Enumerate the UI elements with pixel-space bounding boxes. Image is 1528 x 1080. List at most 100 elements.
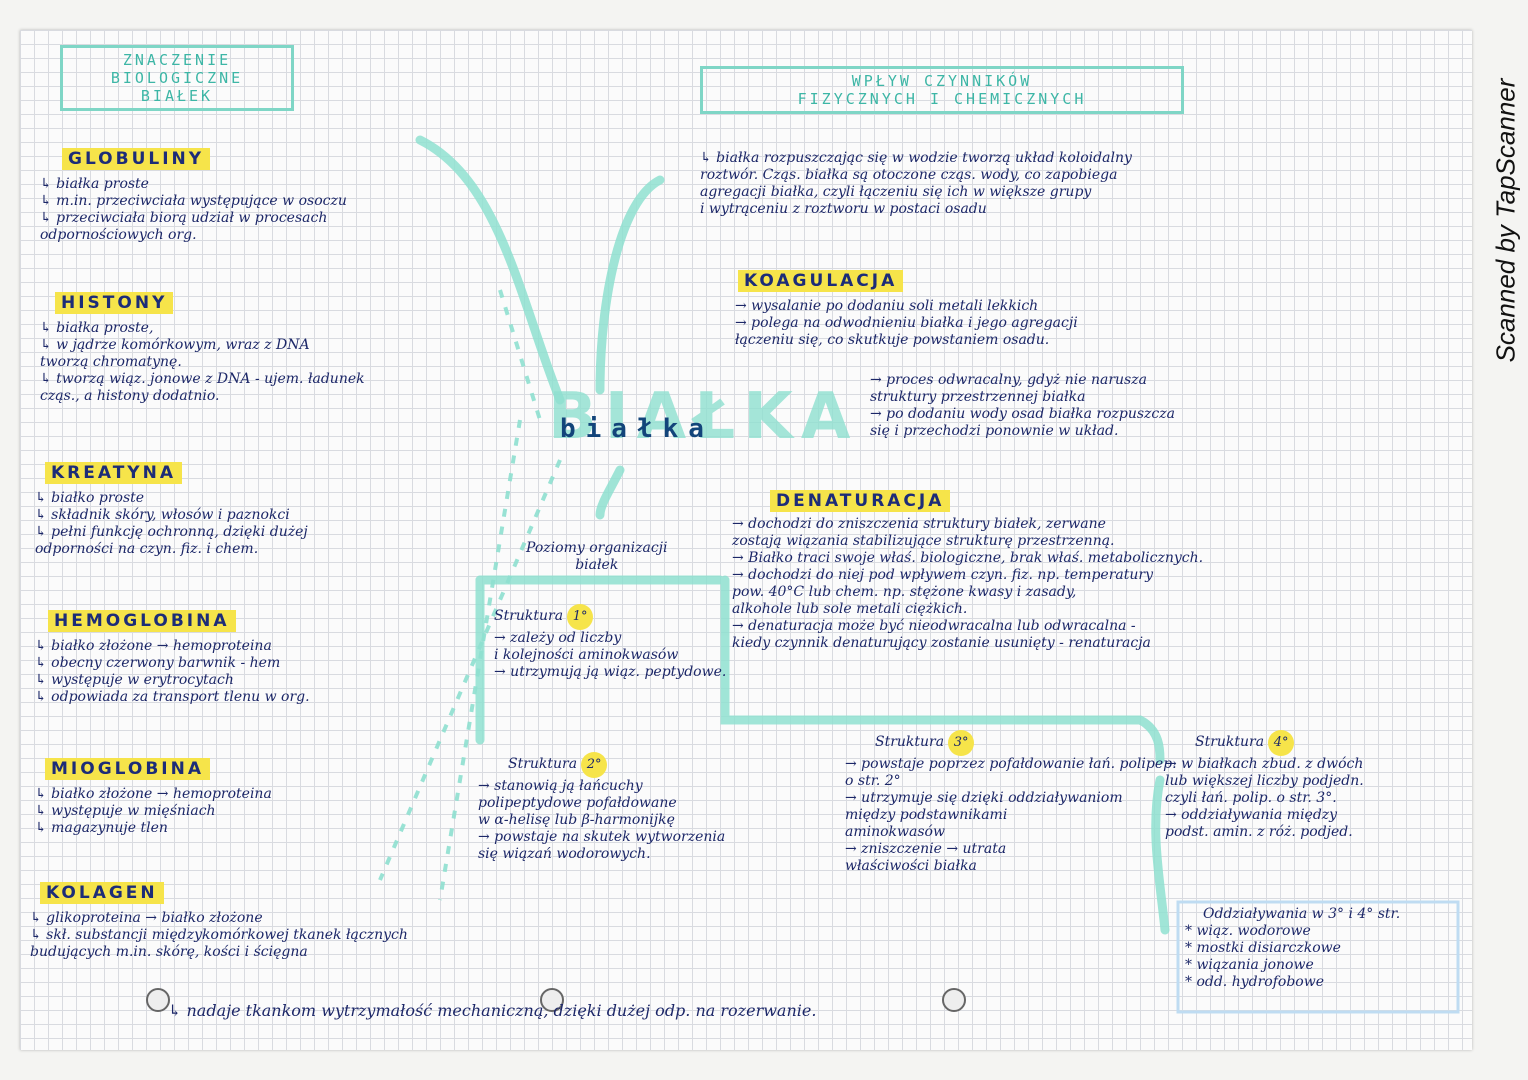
note-line: ↳ białka proste: [40, 176, 149, 192]
left-title-line: ZNACZENIE: [122, 51, 232, 69]
structure-level-badge: 3°: [948, 730, 975, 756]
note-line: ↳ białko proste: [35, 490, 145, 506]
dashed-arrow-left-2: [378, 459, 562, 881]
note-line: ↳ pełni funkcję ochronną, dzięki dużej: [35, 524, 308, 540]
note-line: → denaturacja może być nieodwracalna lub…: [732, 618, 1136, 634]
arrow-to-interactions: [1151, 775, 1170, 935]
heading-hemoglobina: HEMOGLOBINA: [48, 610, 236, 632]
note-line: ↳ obecny czerwony barwnik - hem: [35, 655, 281, 671]
note-line: → wysalanie po dodaniu soli metali lekki…: [735, 298, 1039, 314]
note-line: polipeptydowe pofałdowane: [478, 795, 677, 811]
note-line: ↳ przeciwciała biorą udział w procesach: [40, 210, 328, 226]
note-line: → powstaje poprzez pofałdowanie łań. pol…: [845, 756, 1177, 772]
interactions-notes: Oddziaływania w 3° i 4° str. * wiąz. wod…: [1185, 906, 1400, 991]
note-line: właściwości białka: [845, 858, 977, 874]
intro-notes: ↳ białka rozpuszczając się w wodzie twor…: [700, 150, 1132, 218]
note-line: ↳ skł. substancji międzykomórkowej tkane…: [30, 927, 408, 943]
notebook-page: [20, 30, 1472, 1050]
note-line: kiedy czynnik denaturujący zostanie usun…: [732, 635, 1151, 651]
left-title-line: BIOLOGICZNE: [110, 69, 244, 87]
structure-level-badge: 2°: [581, 752, 608, 778]
note-line: ↳ w jądrze komórkowym, wraz z DNA: [40, 337, 310, 353]
note-line: tworzą chromatynę.: [40, 354, 182, 370]
note-line: pow. 40°C lub chem. np. stężone kwasy i …: [732, 584, 1077, 600]
heading-keratyna: KREATYNA: [45, 462, 183, 484]
kolagen-notes: ↳ glikoproteina → białko złożone ↳ skł. …: [30, 910, 408, 961]
arrow-to-levels: [595, 465, 625, 520]
note-line: się wiązań wodorowych.: [478, 846, 651, 862]
denaturacja-notes: → dochodzi do zniszczenia struktury biał…: [732, 516, 1203, 652]
arrow-to-left-title: [415, 135, 565, 405]
koagulacja-notes: → wysalanie po dodaniu soli metali lekki…: [735, 298, 1078, 349]
note-line: → po dodaniu wody osad białka rozpuszcza: [870, 406, 1175, 422]
right-title-box: WPŁYW CZYNNIKÓW FIZYCZNYCH I CHEMICZNYCH: [700, 66, 1184, 114]
heading-globuliny: GLOBULINY: [62, 148, 211, 170]
note-line: ↳ białko złożone → hemoproteina: [35, 786, 272, 802]
mioglobina-notes: ↳ białko złożone → hemoproteina ↳ występ…: [35, 786, 272, 837]
note-line: → zależy od liczby: [494, 630, 622, 646]
note-line: odpornościowych org.: [40, 227, 197, 243]
note-line: ↳ białko złożone → hemoproteina: [35, 638, 272, 654]
binder-hole: [942, 988, 966, 1012]
note-line: i wytrąceniu z roztworu w postaci osadu: [700, 201, 987, 217]
binder-hole: [146, 988, 170, 1012]
note-line: → dochodzi do zniszczenia struktury biał…: [732, 516, 1106, 532]
note-line: cząs., a histony dodatnio.: [40, 388, 220, 404]
note-line: podst. amin. z róż. podjed.: [1165, 824, 1353, 840]
note-line: → polega na odwodnieniu białka i jego ag…: [735, 315, 1078, 331]
note-line: zostają wiązania stabilizujące strukturę…: [732, 533, 1115, 549]
note-line: między podstawnikami: [845, 807, 1008, 823]
note-line: ↳ m.in. przeciwciała występujące w osocz…: [40, 193, 347, 209]
center-big-title: BIAŁKA: [548, 380, 859, 454]
globuliny-notes: ↳ białka proste ↳ m.in. przeciwciała wys…: [40, 176, 347, 244]
note-line: * mostki disiarczkowe: [1185, 940, 1341, 956]
right-title-line: WPŁYW CZYNNIKÓW: [851, 72, 1033, 90]
heading-koagulacja: KOAGULACJA: [738, 270, 904, 292]
levels-title: Poziomy organizacji białek: [526, 540, 668, 574]
note-line: ↳ białka proste,: [40, 320, 154, 336]
arrow-to-right-title: [595, 175, 665, 395]
note-line: budujących m.in. skórę, kości i ścięgna: [30, 944, 308, 960]
note-line: Poziomy organizacji: [526, 540, 668, 556]
note-line: → w białkach zbud. z dwóch: [1165, 756, 1364, 772]
note-line: → powstaje na skutek wytworzenia: [478, 829, 726, 845]
note-line: ↳ składnik skóry, włosów i paznokci: [35, 507, 290, 523]
structure-level-badge: 1°: [567, 604, 594, 630]
note-line: agregacji białka, czyli łączeniu się ich…: [700, 184, 1092, 200]
dashed-arrow-top: [498, 289, 542, 421]
note-line: ↳ odpowiada za transport tlenu w org.: [35, 689, 310, 705]
note-line: * wiązania jonowe: [1185, 957, 1314, 973]
note-line: łączeniu się, co skutkuje powstaniem osa…: [735, 332, 1050, 348]
structure-title-text: Struktura: [1195, 734, 1265, 750]
note-line: odporności na czyn. fiz. i chem.: [35, 541, 259, 557]
interactions-box: [1176, 900, 1460, 1014]
kolagen-note-bottom: ↳ nadaje tkankom wytrzymałość mechaniczn…: [168, 1002, 816, 1019]
note-line: → utrzymują ją wiąz. peptydowe.: [494, 664, 727, 680]
heading-denaturacja: DENATURACJA: [770, 490, 951, 512]
heading-histony: HISTONY: [55, 292, 174, 314]
note-line: lub większej liczby podjedn.: [1165, 773, 1364, 789]
structure-level-badge: 4°: [1268, 730, 1295, 756]
note-line: i kolejności aminokwasów: [494, 647, 679, 663]
heading-mioglobina: MIOGLOBINA: [45, 758, 210, 780]
left-title-box: ZNACZENIE BIOLOGICZNE BIAŁEK: [60, 45, 294, 111]
note-line: → stanowią ją łańcuchy: [478, 778, 643, 794]
note-line: się i przechodzi ponownie w układ.: [870, 423, 1119, 439]
note-line: → dochodzi do niej pod wpływem czyn. fiz…: [732, 567, 1153, 583]
right-title-line: FIZYCZNYCH I CHEMICZNYCH: [797, 90, 1087, 108]
interactions-title: Oddziaływania w 3° i 4° str.: [1203, 906, 1401, 922]
keratyna-notes: ↳ białko proste ↳ składnik skóry, włosów…: [35, 490, 308, 558]
heading-kolagen: KOLAGEN: [40, 882, 164, 904]
note-line: czyli łań. polip. o str. 3°.: [1165, 790, 1337, 806]
note-line: aminokwasów: [845, 824, 945, 840]
note-line: białek: [575, 557, 619, 573]
note-line: → zniszczenie → utrata: [845, 841, 1007, 857]
note-line: alkohole lub sole metali ciężkich.: [732, 601, 968, 617]
note-line: → Białko traci swoje właś. biologiczne, …: [732, 550, 1204, 566]
